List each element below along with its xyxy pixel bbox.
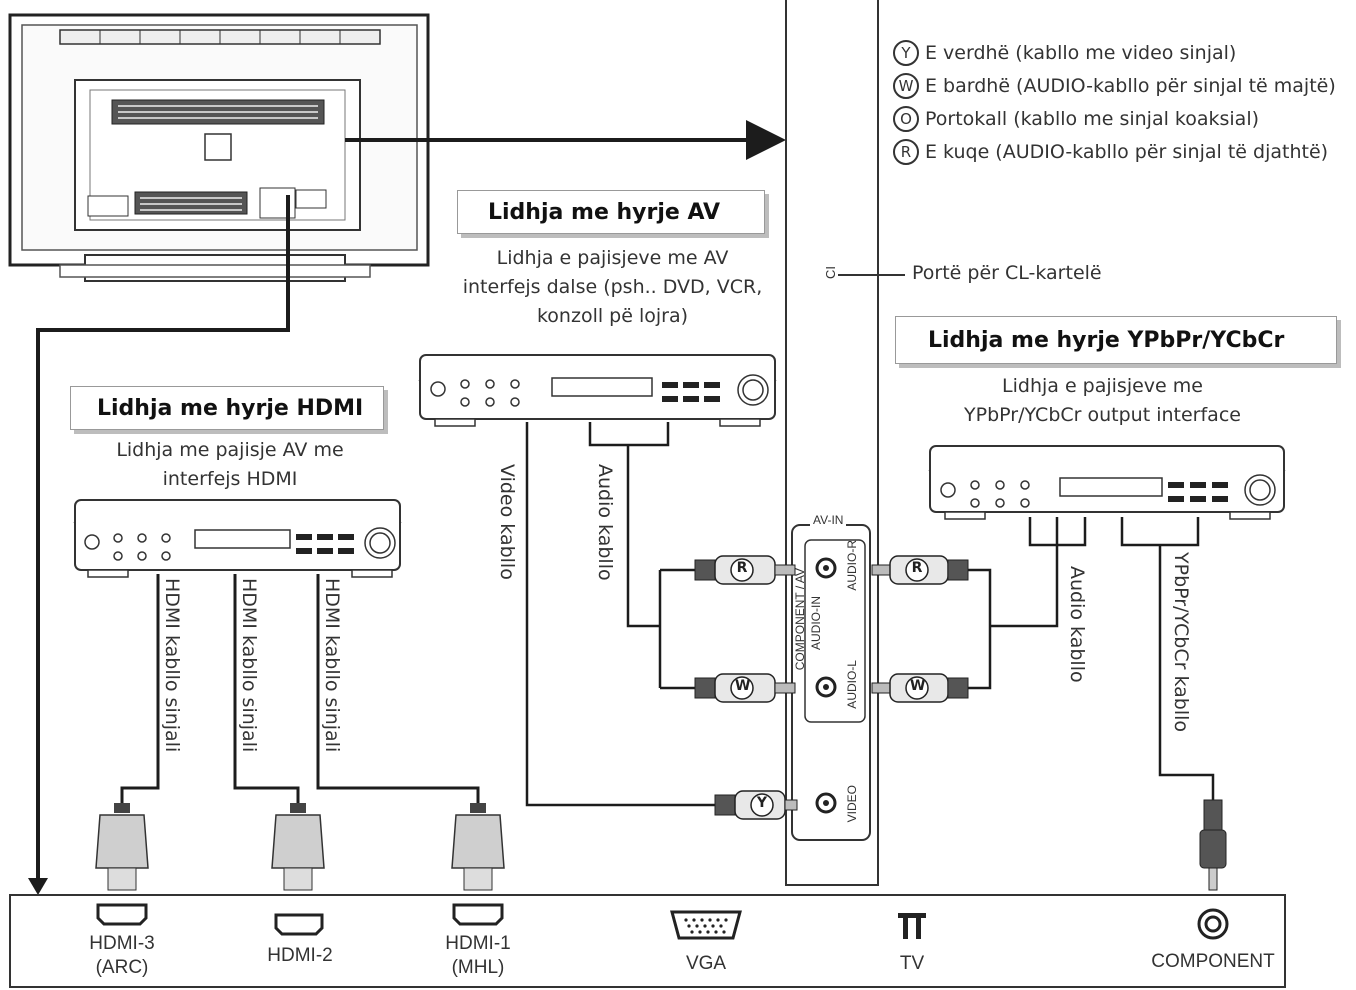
hdmi-title: Lidhja me hyrje HDMI — [97, 395, 364, 421]
plug-mark-red: R — [736, 560, 748, 576]
plug-mark-white-right: W — [910, 678, 926, 694]
port-label-line: HDMI-2 — [267, 945, 333, 966]
port-label-line: VGA — [685, 953, 727, 974]
desc-line: Lidhja me pajisje AV me — [116, 439, 344, 461]
ypbpr-title: Lidhja me hyrje YPbPr/YCbCr — [928, 327, 1285, 353]
legend-text: E bardhë (AUDIO-kabllo për sinjal të maj… — [925, 74, 1336, 97]
rca-plug-white-right — [871, 673, 969, 703]
rca-plug-red-right — [871, 555, 969, 585]
av-source-device — [418, 354, 777, 427]
port-label-line: TV — [899, 953, 925, 974]
ypbpr-source-device — [928, 445, 1286, 520]
hdmi-cable-label: HDMI kabllo sinjali — [321, 578, 343, 753]
legend-row: Y E verdhë (kabllo me video sinjal) — [893, 36, 1353, 69]
av-in-label: AV-IN — [810, 513, 847, 527]
desc-line: interfejs dalse (psh.. DVD, VCR, — [462, 276, 763, 298]
component-jack-icon — [1197, 908, 1229, 940]
hdmi-port-icon — [452, 903, 504, 926]
port-label-tv: TV — [862, 952, 962, 976]
legend-row: W E bardhë (AUDIO-kabllo për sinjal të m… — [893, 69, 1353, 102]
hdmi-cable-label: HDMI kabllo sinjali — [238, 578, 260, 753]
tv-side-panel — [785, 0, 905, 886]
port-label-component: COMPONENT — [1133, 950, 1293, 974]
audio-in-label: AUDIO-IN — [809, 596, 823, 650]
ypbpr-description: Lidhja e pajisjeve me YPbPr/YCbCr output… — [930, 372, 1275, 430]
port-label-hdmi-1: HDMI-1 (MHL) — [428, 932, 528, 980]
bottom-port-panel — [9, 894, 1286, 988]
hdmi-port-icon — [274, 913, 324, 936]
hdmi-plug-3 — [95, 803, 149, 891]
hdmi-description: Lidhja me pajisje AV me interfejs HDMI — [75, 436, 385, 494]
color-legend: Y E verdhë (kabllo me video sinjal) W E … — [893, 36, 1353, 168]
plug-mark-yellow: Y — [756, 795, 768, 811]
hdmi-plug-1 — [451, 803, 505, 891]
hdmi-port-icon — [96, 903, 148, 926]
ci-slot-label: CI — [823, 266, 838, 279]
legend-text: Portokall (kabllo me sinjal koaksial) — [925, 107, 1260, 130]
ypbpr-title-box: Lidhja me hyrje YPbPr/YCbCr — [895, 316, 1337, 364]
video-cable-label: Video kabllo — [496, 464, 518, 580]
audio-r-label: AUDIO-R — [845, 540, 859, 591]
av-title-box: Lidhja me hyrje AV — [457, 190, 765, 234]
port-label-line: HDMI-1 — [445, 933, 511, 954]
legend-row: O Portokall (kabllo me sinjal koaksial) — [893, 102, 1353, 135]
yellow-mark-icon: Y — [893, 39, 919, 66]
arrow-to-bottom-panel — [28, 878, 48, 895]
desc-line: YPbPr/YCbCr output interface — [964, 404, 1241, 426]
port-label-hdmi-3: HDMI-3 (ARC) — [72, 932, 172, 980]
antenna-port-icon — [898, 913, 926, 939]
hdmi-cable-label: HDMI kabllo sinjali — [161, 578, 183, 753]
rca-plug-yellow-left — [714, 790, 798, 820]
av-title: Lidhja me hyrje AV — [488, 199, 721, 225]
tv-rear-illustration — [8, 13, 430, 282]
desc-line: Lidhja e pajisjeve me AV — [496, 247, 729, 269]
component-plug — [1199, 799, 1227, 891]
av-description: Lidhja e pajisjeve me AV interfejs dalse… — [440, 244, 785, 331]
white-mark-icon: W — [893, 72, 919, 99]
desc-line: konzoll pë lojra) — [536, 305, 689, 327]
red-mark-icon: R — [893, 138, 919, 165]
hdmi-source-device — [73, 499, 402, 578]
legend-text: E verdhë (kabllo me video sinjal) — [925, 41, 1237, 64]
component-cable-label: YPbPr/YCbCr kabllo — [1170, 552, 1192, 733]
orange-mark-icon: O — [893, 105, 919, 132]
legend-text: E kuqe (AUDIO-kabllo për sinjal të djath… — [925, 140, 1329, 163]
port-label-line: COMPONENT — [1151, 951, 1275, 972]
desc-line: Lidhja e pajisjeve me — [1002, 375, 1203, 397]
port-label-line: (MHL) — [451, 957, 505, 978]
port-label-vga: VGA — [656, 952, 756, 976]
port-label-hdmi-2: HDMI-2 — [250, 944, 350, 968]
ypbpr-audio-cable-label: Audio kabllo — [1066, 566, 1088, 683]
ci-port-label: Portë për CL-kartelë — [912, 262, 1102, 284]
plug-mark-red-right: R — [911, 560, 923, 576]
vga-port-icon — [670, 910, 742, 940]
rca-plug-white-left — [694, 673, 796, 703]
hdmi-plug-2 — [271, 803, 325, 891]
desc-line: interfejs HDMI — [162, 468, 298, 490]
rca-plug-red-left — [694, 555, 796, 585]
plug-mark-white: W — [735, 678, 751, 694]
legend-row: R E kuqe (AUDIO-kabllo për sinjal të dja… — [893, 135, 1353, 168]
port-label-line: HDMI-3 — [89, 933, 155, 954]
av-audio-cable-label: Audio kabllo — [594, 464, 616, 581]
hdmi-title-box: Lidhja me hyrje HDMI — [70, 386, 384, 430]
video-port-label: VIDEO — [845, 785, 859, 823]
component-av-label: COMPONENT / AV — [793, 568, 807, 671]
port-label-line: (ARC) — [95, 957, 149, 978]
audio-l-label: AUDIO-L — [845, 660, 859, 709]
